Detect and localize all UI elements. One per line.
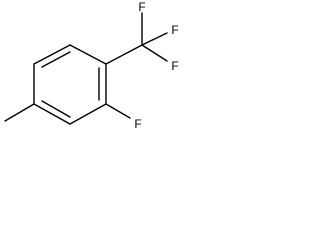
ring-fluorine-bond	[105, 103, 131, 119]
ring-inner-double-bond-3	[41, 100, 71, 118]
ring-bond-c5-c6	[33, 103, 71, 125]
benzene-ring	[33, 44, 107, 125]
cf3-bond-f-right-upper	[141, 32, 168, 46]
fluorine-atom-cf3-right-upper: F	[171, 23, 178, 37]
ring-bond-c1-c2	[33, 44, 71, 65]
ring-bond-c4-c5	[69, 103, 107, 125]
molecular-structure: F F F F	[4, 0, 179, 131]
methyl-bond	[4, 103, 35, 122]
ring-bond-c2-c3	[69, 44, 107, 65]
ring-inner-double-bond-1	[41, 51, 71, 68]
cf3-attachment-bond	[105, 44, 143, 65]
cf3-bond-f-right-lower	[141, 44, 168, 62]
fluorine-atom-cf3-right-lower: F	[171, 59, 178, 73]
fluorine-atom-cf3-top: F	[138, 0, 145, 14]
fluorine-atom-ring: F	[134, 117, 141, 131]
